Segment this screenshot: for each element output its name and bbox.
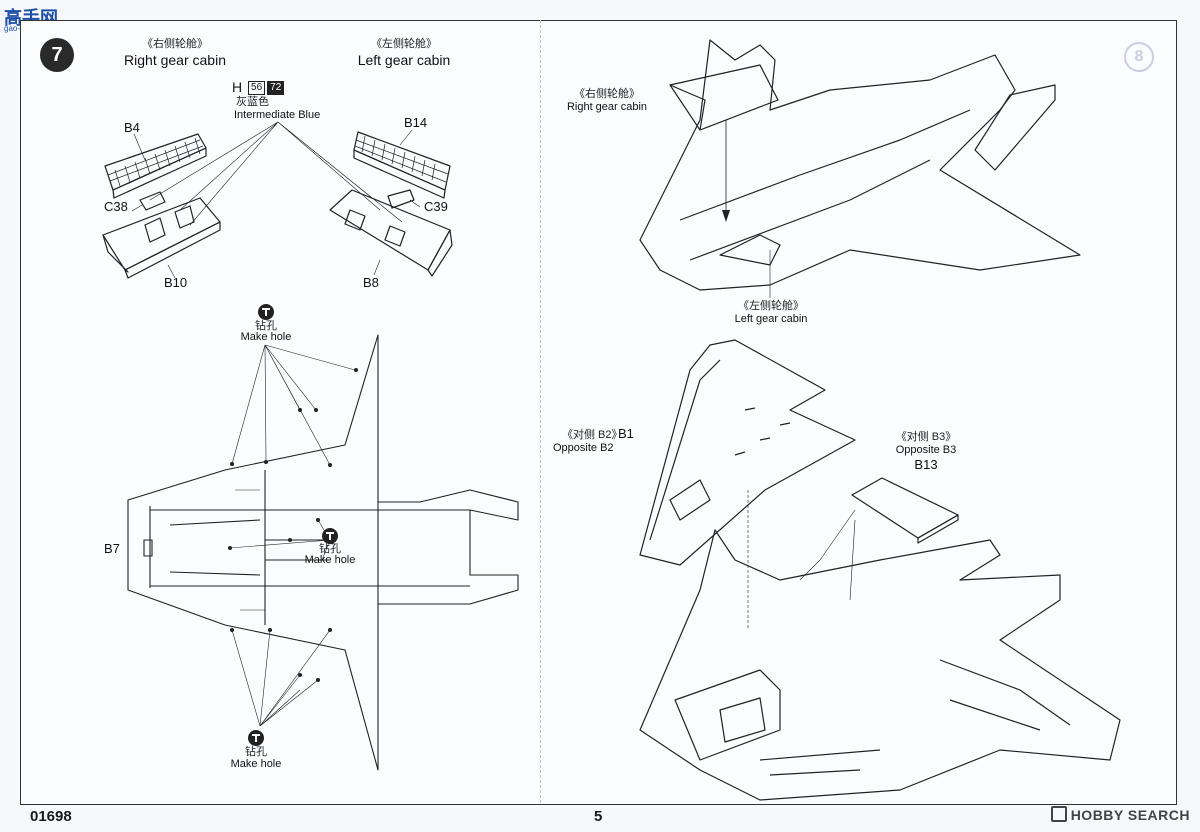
instruction-sheet <box>20 20 1177 805</box>
aircraft-bottom-assembled <box>639 529 1121 801</box>
product-code: 01698 <box>30 808 72 825</box>
paint-code-72: 72 <box>267 81 285 96</box>
rp-left-cabin-en: Left gear cabin <box>734 313 808 325</box>
drill-icon <box>258 304 274 320</box>
paint-prefix: H <box>232 79 243 95</box>
aircraft-top-assembled <box>639 39 1081 291</box>
part-label-b10: B10 <box>164 275 188 290</box>
drill-icon <box>322 528 338 544</box>
drill-mid-cn: 钻孔 <box>319 543 341 555</box>
hobby-search-logo-icon <box>1050 806 1067 822</box>
part-label-b14: B14 <box>404 115 428 130</box>
paint-cn-name: 灰蓝色 <box>236 96 269 108</box>
drill-mid-en: Make hole <box>304 554 356 566</box>
drill-top-en: Make hole <box>240 331 292 343</box>
left-cabin-en-label: Left gear cabin <box>357 52 451 68</box>
right-cabin-en-label: Right gear cabin <box>124 52 226 68</box>
aircraft-plan-view <box>127 334 519 771</box>
rp-right-cabin-en: Right gear cabin <box>566 101 648 113</box>
drill-bottom-cn: 钻孔 <box>245 746 267 758</box>
part-label-c38: C38 <box>104 199 128 214</box>
part-c38 <box>139 191 166 211</box>
step-number-badge: 7 <box>40 38 74 72</box>
page-number: 5 <box>594 808 603 825</box>
paint-code-56: 56 <box>248 81 266 96</box>
part-label-b1: B1 <box>618 426 634 441</box>
part-label-b4: B4 <box>124 120 140 135</box>
page-divider <box>540 20 541 803</box>
rp-left-cabin-cn: 《左侧轮舱》 <box>738 300 804 312</box>
part-c39 <box>387 189 415 209</box>
part-label-b13: B13 <box>914 457 938 472</box>
rp-right-cabin-cn: 《右侧轮舱》 <box>574 88 640 100</box>
part-b1-wing <box>639 339 856 566</box>
b13-opposite-cn: 《对侧 B3》 <box>895 431 957 443</box>
left-cabin-cn-label: 《左侧轮舱》 <box>371 38 437 50</box>
part-b8-tub <box>329 189 453 277</box>
part-label-b7: B7 <box>104 541 120 556</box>
b1-opposite-en: Opposite B2 <box>553 442 614 454</box>
drill-icon <box>248 730 264 746</box>
drill-top-cn: 钻孔 <box>255 320 277 332</box>
b1-opposite-cn: 《对侧 B2》 <box>562 429 623 441</box>
next-step-ghost-badge: 8 <box>1124 42 1154 72</box>
part-label-b8: B8 <box>363 275 379 290</box>
part-b10-tub <box>102 197 221 279</box>
paint-en-name: Intermediate Blue <box>234 109 321 121</box>
b13-opposite-en: Opposite B3 <box>895 444 957 456</box>
hobby-search-watermark: HOBBY SEARCH <box>1050 806 1190 823</box>
right-cabin-cn-label: 《右侧轮舱》 <box>142 38 208 50</box>
part-b4-grille <box>104 133 207 199</box>
drill-bottom-en: Make hole <box>230 758 282 770</box>
part-label-c39: C39 <box>424 199 448 214</box>
part-b14-grille <box>353 131 451 199</box>
